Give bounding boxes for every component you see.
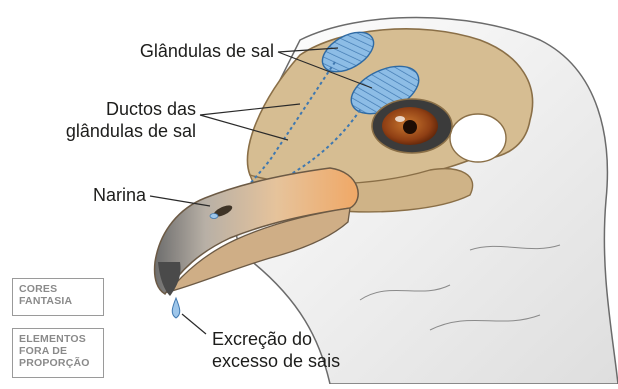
salt-drop-nostril xyxy=(210,214,218,219)
badge-out-of-proportion-line2: FORA DE xyxy=(19,345,97,357)
badge-fantasy-colors: CORES FANTASIA xyxy=(12,278,104,316)
skull-opening xyxy=(450,114,506,162)
label-excretion-line2: excesso de sais xyxy=(212,350,340,372)
label-salt-glands: Glândulas de sal xyxy=(112,40,274,62)
eye-pupil xyxy=(403,120,417,134)
label-nostril: Narina xyxy=(60,184,146,206)
leader-excretion xyxy=(182,314,206,334)
badge-out-of-proportion-line3: PROPORÇÃO xyxy=(19,357,97,369)
badge-out-of-proportion: ELEMENTOS FORA DE PROPORÇÃO xyxy=(12,328,104,378)
label-ducts-line1: Ductos das xyxy=(60,98,196,120)
badge-fantasy-colors-line1: CORES xyxy=(19,283,97,295)
label-excretion-line1: Excreção do xyxy=(212,328,312,350)
badge-fantasy-colors-line2: FANTASIA xyxy=(19,295,97,307)
label-ducts-line2: glândulas de sal xyxy=(44,120,196,142)
salt-drop xyxy=(172,298,180,318)
badge-out-of-proportion-line1: ELEMENTOS xyxy=(19,333,97,345)
eye-highlight xyxy=(395,116,405,122)
